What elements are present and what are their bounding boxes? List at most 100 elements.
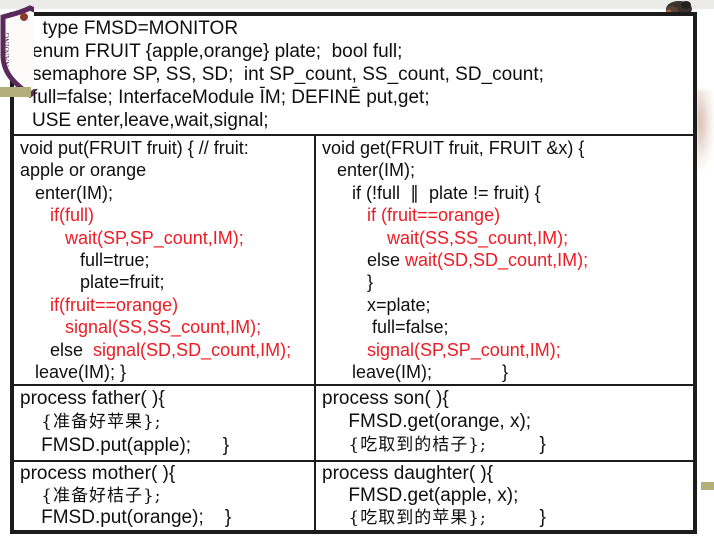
code-segment: plate=fruit; xyxy=(20,272,165,293)
put-procedure-cell: void put(FRUIT fruit) { // fruit:apple o… xyxy=(14,136,314,384)
code-segment: void get(FRUIT fruit, FRUIT &x) { xyxy=(322,138,585,158)
code-line: process daughter( ){ xyxy=(322,463,691,485)
code-segment: wait(SD,SD_count,IM); xyxy=(405,250,589,271)
code-line: enter(IM); xyxy=(322,159,691,181)
code-line: signal(SP,SP_count,IM); xyxy=(322,339,691,361)
code-line: if(fruit==orange) xyxy=(20,294,312,316)
code-line: if(full) xyxy=(20,204,312,226)
code-segment: else xyxy=(322,250,406,271)
code-segment: {准备好桔子}; xyxy=(41,486,162,506)
code-segment xyxy=(322,434,348,455)
code-segment: enter(IM); xyxy=(20,182,114,203)
crest-vertical-text: NANJING xyxy=(2,32,11,67)
university-crest-logo: NANJING xyxy=(0,5,34,98)
top-strip xyxy=(0,0,714,9)
code-line: FMSD.put(orange); } xyxy=(20,507,312,529)
code-segment: full=false; xyxy=(322,317,449,338)
code-segment: {准备好苹果}; xyxy=(41,412,162,432)
code-segment: {吃取到的苹果}; xyxy=(348,508,487,528)
code-segment: FMSD.put(orange); } xyxy=(20,507,232,528)
code-line: leave(IM); } xyxy=(20,361,312,383)
code-segment: FMSD.get(orange, x); xyxy=(322,411,532,432)
code-line: if (!full ∥ plate != fruit) { xyxy=(322,182,691,204)
code-line: enter(IM); xyxy=(20,182,312,204)
code-line: signal(SS,SS_count,IM); xyxy=(20,316,312,338)
code-line: full=false; InterfaceModule ĪM; DEFINĒ p… xyxy=(32,86,689,109)
code-segment: FMSD.put(apple); } xyxy=(20,435,230,456)
code-segment: if(full) xyxy=(20,205,95,226)
code-segment: FMSD.get(apple, x); xyxy=(322,485,519,506)
procedures-row: void put(FRUIT fruit) { // fruit:apple o… xyxy=(14,136,693,386)
mother-daughter-row: process mother( ){ {准备好桔子}; FMSD.put(ora… xyxy=(14,462,693,530)
code-line: type FMSD=MONITOR xyxy=(32,17,689,40)
code-line: FMSD.put(apple); } xyxy=(20,434,312,457)
father-son-row: process father( ){ {准备好苹果}; FMSD.put(app… xyxy=(14,386,693,462)
code-segment xyxy=(20,411,41,432)
code-line: process mother( ){ xyxy=(20,463,312,485)
code-line: FMSD.get(orange, x); xyxy=(322,410,691,433)
code-segment xyxy=(20,485,41,506)
code-segment: process daughter( ){ xyxy=(322,463,494,484)
code-segment: signal(SP,SP_count,IM); xyxy=(322,339,561,360)
code-line: } xyxy=(322,271,691,293)
get-procedure-cell: void get(FRUIT fruit, FRUIT &x) { enter(… xyxy=(314,136,693,384)
father-process-cell: process father( ){ {准备好苹果}; FMSD.put(app… xyxy=(14,386,314,460)
code-segment: full=true; xyxy=(20,250,150,271)
code-line: wait(SS,SS_count,IM); xyxy=(322,227,691,249)
code-line: enum FRUIT {apple,orange} plate; bool fu… xyxy=(32,40,689,63)
code-segment: type FMSD=MONITOR xyxy=(32,18,239,39)
code-segment: void put(FRUIT fruit) { // fruit: xyxy=(20,138,249,158)
code-line: {准备好苹果}; xyxy=(20,410,312,434)
code-segment: wait(SS,SS_count,IM); xyxy=(322,227,569,248)
code-segment xyxy=(322,507,348,528)
code-line: else wait(SD,SD_count,IM); xyxy=(322,249,691,271)
daughter-process-cell: process daughter( ){ FMSD.get(apple, x);… xyxy=(314,462,693,530)
code-segment: if(fruit==orange) xyxy=(20,294,179,315)
code-line: void get(FRUIT fruit, FRUIT &x) { xyxy=(322,137,691,159)
olive-accent-bar xyxy=(0,87,31,97)
code-line: leave(IM); } xyxy=(322,361,691,383)
code-segment: signal(SD,SD_count,IM); xyxy=(93,339,292,360)
code-line: full=true; xyxy=(20,249,312,271)
code-segment: enter(IM); xyxy=(322,160,416,181)
code-segment: } xyxy=(486,434,546,455)
code-segment: process father( ){ xyxy=(20,388,165,409)
code-segment: signal(SS,SS_count,IM); xyxy=(20,317,262,338)
code-segment: enum FRUIT {apple,orange} plate; bool fu… xyxy=(32,41,403,62)
code-line: apple or orange xyxy=(20,159,312,181)
code-segment: x=plate; xyxy=(322,294,431,315)
code-line: process father( ){ xyxy=(20,387,312,410)
code-segment: leave(IM); } xyxy=(322,362,509,383)
code-segment: else xyxy=(20,339,94,360)
code-line: {吃取到的桔子}; } xyxy=(322,433,691,457)
code-segment: } xyxy=(322,272,374,293)
code-line: if (fruit==orange) xyxy=(322,204,691,226)
mother-process-cell: process mother( ){ {准备好桔子}; FMSD.put(ora… xyxy=(14,462,314,530)
code-line: void put(FRUIT fruit) { // fruit: xyxy=(20,137,312,159)
code-segment: USE enter,leave,wait,signal; xyxy=(32,110,269,131)
code-segment: apple or orange xyxy=(20,160,147,181)
code-segment: } xyxy=(486,507,546,528)
code-segment: process son( ){ xyxy=(322,388,449,409)
code-line: full=false; xyxy=(322,316,691,338)
code-line: FMSD.get(apple, x); xyxy=(322,485,691,507)
code-segment: leave(IM); } xyxy=(20,362,127,383)
code-segment: if (fruit==orange) xyxy=(322,205,501,226)
code-line: {吃取到的苹果}; } xyxy=(322,507,691,529)
shield-icon: NANJING xyxy=(0,5,34,98)
code-segment: full=false; InterfaceModule ĪM; DEFINĒ p… xyxy=(32,87,430,108)
code-line: semaphore SP, SS, SD; int SP_count, SS_c… xyxy=(32,63,689,86)
code-line: wait(SP,SP_count,IM); xyxy=(20,227,312,249)
code-segment: semaphore SP, SS, SD; int SP_count, SS_c… xyxy=(32,64,544,85)
code-segment: if (!full ∥ plate != fruit) { xyxy=(322,182,541,203)
son-process-cell: process son( ){ FMSD.get(orange, x); {吃取… xyxy=(314,386,693,460)
code-line: USE enter,leave,wait,signal; xyxy=(32,109,689,132)
code-line: else signal(SD,SD_count,IM); xyxy=(20,339,312,361)
code-segment: {吃取到的桔子}; xyxy=(348,435,487,455)
code-segment: process mother( ){ xyxy=(20,463,176,484)
code-line: process son( ){ xyxy=(322,387,691,410)
background-photo-fragment-bottom-right xyxy=(701,482,714,490)
